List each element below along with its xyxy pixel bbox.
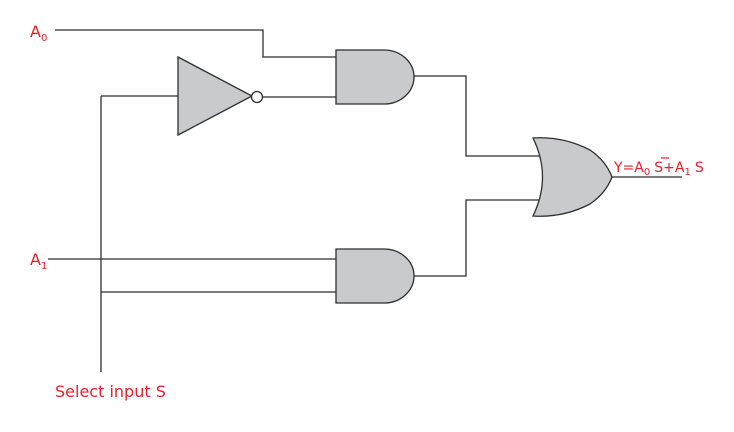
label-a0: A0 — [30, 22, 47, 44]
wires — [48, 29, 682, 372]
wire-and-top-to-or — [414, 75, 540, 157]
not-gate — [177, 55, 264, 137]
label-a1: A1 — [30, 250, 47, 272]
not-bubble — [250, 90, 264, 104]
s-bar: S — [654, 160, 663, 176]
label-select-input: Select input S — [55, 382, 166, 401]
wire-and-bottom-to-or — [414, 199, 540, 277]
or-gate — [531, 137, 613, 217]
and-gate-bottom — [335, 248, 415, 304]
wire-a0 — [55, 29, 336, 58]
svg-text:Y=A0S+A1S: Y=A0S+A1S — [613, 160, 704, 178]
and-gate-top — [335, 49, 415, 105]
